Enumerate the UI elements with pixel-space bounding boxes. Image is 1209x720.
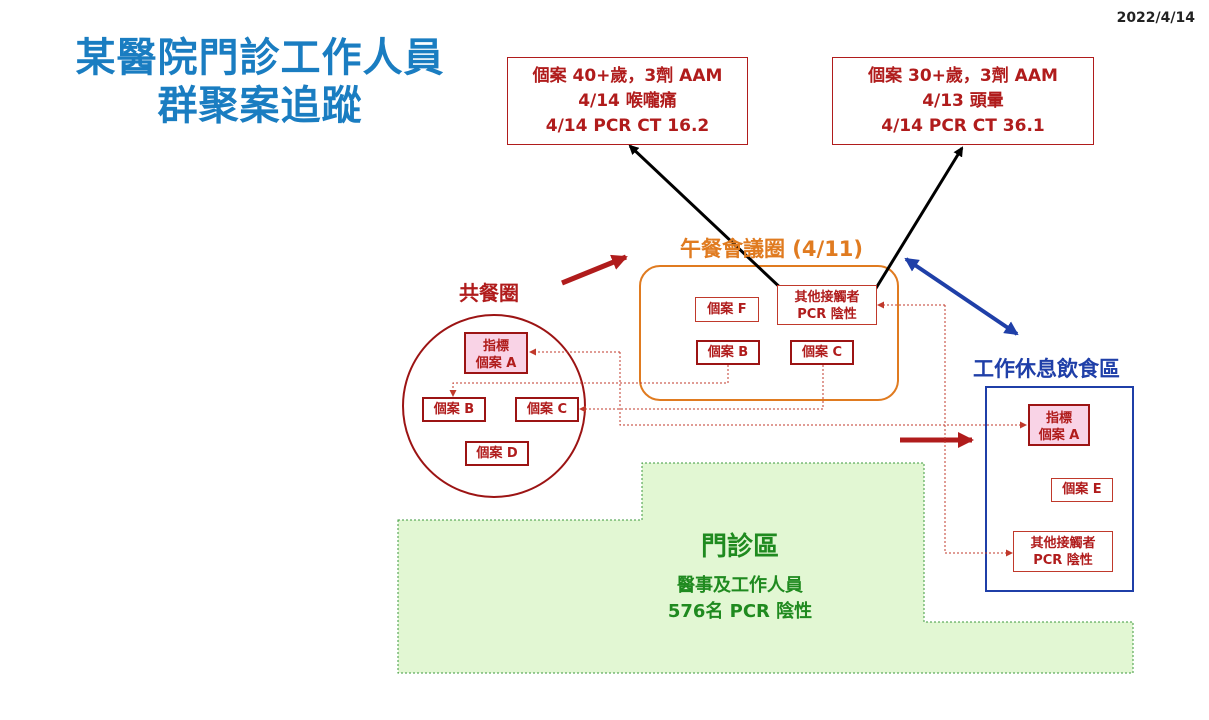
pcr-negative-label: PCR 陰性: [1033, 553, 1093, 568]
index-label: 指標: [482, 339, 509, 354]
title-line-1: 某醫院門診工作人員: [75, 35, 445, 81]
info-left-line-1: 個案 40+歲，3劑 AAM: [532, 66, 723, 86]
clinic-staff-line-2: 576名 PCR 陰性: [667, 601, 813, 622]
shared-meal-case-c: 個案 C: [515, 397, 579, 422]
break-room-label: 工作休息飲食區: [973, 357, 1120, 381]
page-title: 某醫院門診工作人員 群聚案追蹤: [30, 34, 490, 130]
lunch-meeting-label: 午餐會議圈 (4/11): [680, 237, 864, 261]
arrow-to-right-info: [868, 146, 964, 299]
clinic-staff-line-1: 醫事及工作人員: [677, 575, 803, 596]
other-contacts-label: 其他接觸者: [1030, 536, 1096, 551]
info-left-line-3: 4/14 PCR CT 16.2: [545, 116, 710, 136]
info-right-line-2: 4/13 頭暈: [922, 91, 1004, 111]
lunch-case-c: 個案 C: [790, 340, 854, 365]
info-right-line-1: 個案 30+歲，3劑 AAM: [868, 66, 1058, 86]
arrow-to-left-info: [628, 144, 788, 295]
lunch-case-f: 個案 F: [695, 297, 759, 322]
info-box-right: 個案 30+歲，3劑 AAM 4/13 頭暈 4/14 PCR CT 36.1: [832, 57, 1094, 145]
case-label: 個案 A: [1038, 428, 1080, 443]
title-line-2: 群聚案追蹤: [157, 83, 363, 129]
info-box-left: 個案 40+歲，3劑 AAM 4/14 喉嚨痛 4/14 PCR CT 16.2: [507, 57, 748, 145]
index-label: 指標: [1045, 411, 1072, 426]
clinic-label: 門診區: [700, 532, 779, 562]
pcr-negative-label: PCR 陰性: [797, 307, 857, 322]
clinic-staff-summary: 醫事及工作人員 576名 PCR 陰性: [620, 573, 860, 625]
case-label: 個案 A: [475, 356, 517, 371]
red-arrow-shared-to-lunch: [561, 254, 628, 286]
shared-meal-case-d: 個案 D: [465, 441, 529, 466]
info-left-line-2: 4/14 喉嚨痛: [578, 91, 677, 111]
info-right-line-3: 4/14 PCR CT 36.1: [881, 116, 1045, 136]
break-room-case-e: 個案 E: [1051, 478, 1113, 502]
shared-meal-index-case-a: 指標 個案 A: [464, 332, 528, 374]
date-label: 2022/4/14: [1116, 10, 1195, 26]
dotted-connectors: [449, 301, 1027, 557]
blue-double-arrow: [904, 257, 1019, 336]
shared-meal-case-b: 個案 B: [422, 397, 486, 422]
lunch-other-contacts: 其他接觸者 PCR 陰性: [777, 285, 877, 325]
shared-meal-label: 共餐圈: [459, 281, 519, 305]
break-room-other-contacts: 其他接觸者 PCR 陰性: [1013, 531, 1113, 572]
lunch-case-b: 個案 B: [696, 340, 760, 365]
clinic-area-shape: [397, 462, 1134, 674]
other-contacts-label: 其他接觸者: [794, 290, 860, 305]
break-room-index-case-a: 指標 個案 A: [1028, 404, 1090, 446]
